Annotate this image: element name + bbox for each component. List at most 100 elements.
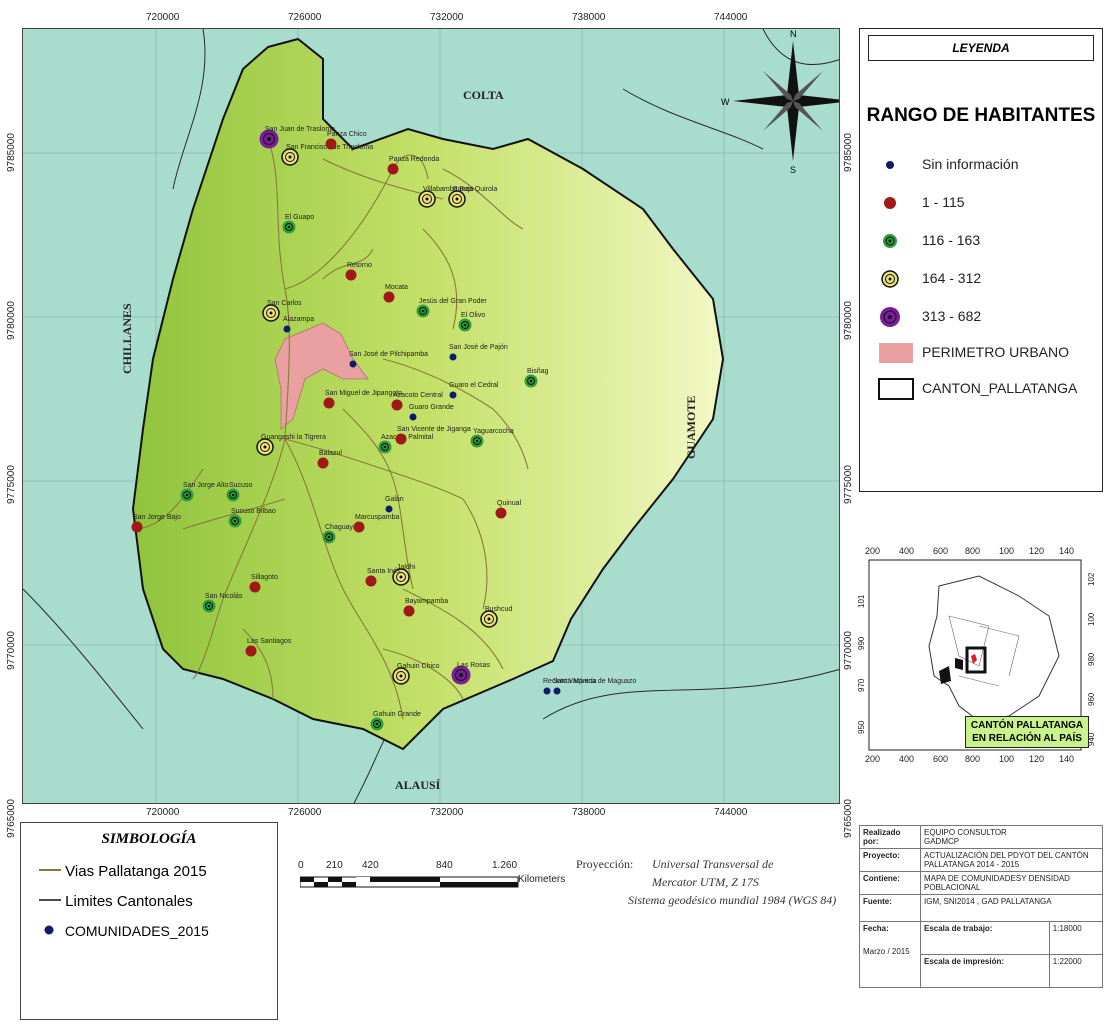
community-label: San José de Pilchipamba (349, 351, 428, 358)
community-marker[interactable]: Quinual (495, 500, 522, 519)
scale-bar: 0 210 420 840 1.260 Kilometers (296, 858, 576, 918)
community-label: Yaguarcocha (473, 428, 514, 435)
community-label: San Nicolás (205, 593, 243, 600)
grid-y-left: 9780000 (6, 301, 17, 340)
community-marker[interactable]: San Jorge Alto (180, 482, 229, 502)
community-marker[interactable]: Mocata (383, 284, 409, 303)
community-marker[interactable]: Sillagoto (249, 574, 278, 593)
community-marker[interactable]: Guaro Grande (409, 404, 454, 421)
community-label: Guaro Grande (409, 404, 454, 411)
grid-y-right: 9780000 (843, 301, 854, 340)
community-marker[interactable]: San Carlos (262, 300, 302, 322)
community-marker[interactable]: Retorno (345, 262, 373, 281)
community-marker[interactable]: Jaldhi (392, 564, 416, 586)
inset-tick-right: 102 (1087, 572, 1096, 586)
community-label: Santa Mónica de Maguazo (553, 678, 636, 685)
community-label: Alazampa (283, 316, 314, 323)
community-marker[interactable]: Panza Redonda (387, 156, 440, 175)
grid-y-left: 9765000 (6, 799, 17, 838)
community-label: Panza Redonda (389, 156, 439, 163)
community-label: San José de Pajón (449, 344, 508, 351)
info-row-fecha: Fecha:Marzo / 2015 Escala de trabajo: 1:… (859, 921, 1104, 988)
community-marker[interactable]: El Olivo (458, 312, 486, 332)
community-marker[interactable]: San Juan de Trasloma (259, 126, 336, 149)
roads (132, 138, 529, 720)
community-label: Chaguayan (325, 524, 361, 531)
community-marker[interactable]: San Nicolás (202, 593, 243, 613)
legend-item-sin: Sin información (878, 153, 1019, 175)
grid-y-left: 9775000 (6, 465, 17, 504)
community-marker[interactable]: Panza Quirola (448, 186, 497, 208)
community-label: Azacoto Central (393, 392, 443, 399)
grid-x-bottom: 744000 (714, 807, 748, 818)
legend-title: RANGO DE HABITANTES (866, 105, 1096, 126)
community-marker[interactable]: Recinto Vaquería (543, 678, 597, 695)
community-marker[interactable]: Panza Chico (325, 131, 367, 150)
community-marker[interactable]: Azacoto Palmital (378, 434, 434, 454)
inset-tick-top: 200 (865, 546, 881, 556)
community-marker[interactable]: Sucuso Bilbao (228, 508, 276, 528)
inset-tick-right: 960 (1087, 692, 1096, 706)
community-marker[interactable]: Bisñag (524, 368, 549, 388)
map-canvas[interactable]: COLTA CHILLANES GUAMOTE ALAUSÍ N S E W S… (22, 28, 840, 804)
community-marker[interactable]: Azacoto Central (391, 392, 444, 411)
inset-tick-bottom: 400 (899, 754, 915, 764)
community-marker[interactable]: Santa Mónica de Maguazo (553, 678, 636, 695)
projection-note: Proyección: Universal Transversal de Mer… (576, 857, 856, 957)
community-marker[interactable]: Jesús del Gran Poder (416, 298, 488, 318)
community-marker[interactable]: Santa Inés (365, 568, 401, 587)
scale-bar-graphic (300, 876, 519, 888)
community-marker[interactable]: Gahuin Grande (370, 711, 421, 731)
inset-tick-top: 140 (1059, 546, 1075, 556)
community-marker[interactable]: Guaro el Cedral (449, 382, 499, 399)
info-row-escala-impresion: Escala de impresión: 1:22000 (860, 954, 1104, 988)
compass-rose: N S E W (721, 29, 839, 175)
compass-n: N (790, 29, 797, 39)
community-label: Panza Quirola (453, 186, 497, 193)
canton-pallatanga-polygon (131, 37, 725, 751)
grid-y-left: 9785000 (6, 133, 17, 172)
community-marker[interactable]: San Miguel de Jipangoto (323, 390, 403, 409)
projection-line-2: Mercator UTM, Z 17S (652, 875, 759, 889)
community-marker[interactable]: Bayampamba (403, 598, 449, 617)
inset-tick-top: 100 (999, 546, 1015, 556)
community-label: Sucuso Bilbao (231, 508, 276, 515)
grid-y-right: 9775000 (843, 465, 854, 504)
community-label: Bisñag (527, 368, 549, 375)
community-marker[interactable]: San Jorge Bajo (131, 514, 181, 533)
legend-item-164-312: 164 - 312 (878, 267, 981, 289)
community-label: El Olivo (461, 312, 485, 319)
community-label: Quinual (497, 500, 522, 507)
community-marker[interactable]: Marcuspamba (353, 514, 400, 533)
community-marker[interactable]: Chaguayan (322, 524, 361, 544)
community-label: Jaldhi (397, 564, 416, 571)
community-marker[interactable]: Las Rosas (451, 662, 491, 685)
grid-x-bottom: 738000 (572, 807, 606, 818)
community-marker[interactable]: Sucuso (226, 482, 253, 502)
grid-y-right: 9765000 (843, 799, 854, 838)
community-marker[interactable]: Bushcud (480, 606, 512, 628)
community-marker[interactable]: Alazampa (283, 316, 314, 333)
boundary-line-icon (39, 899, 61, 901)
community-marker[interactable]: Galán (385, 496, 404, 513)
info-row-proyecto: Proyecto: ACTUALIZACIÓN DEL PDYOT DEL CA… (859, 848, 1103, 872)
community-marker[interactable]: San Vicente de Jiganga (395, 426, 471, 445)
community-marker[interactable]: Guangashi la Tigrera (256, 434, 326, 456)
community-dot-icon (44, 925, 54, 935)
grid-x-top: 738000 (572, 12, 606, 23)
community-marker[interactable]: Villabamba Bajo (418, 186, 474, 208)
community-marker[interactable]: Gahuin Chico (392, 663, 440, 685)
community-marker[interactable]: Las Santiagos (245, 638, 292, 657)
projection-line-3: Sistema geodésico mundial 1984 (WGS 84) (628, 893, 837, 907)
community-marker[interactable]: San José de Pilchipamba (349, 351, 428, 368)
community-marker[interactable]: El Guapo (282, 214, 315, 234)
community-marker[interactable]: Balazul (317, 450, 343, 469)
compass-w: W (721, 97, 730, 107)
community-marker[interactable]: San José de Pajón (449, 344, 508, 361)
community-marker[interactable]: Yaguarcocha (470, 428, 514, 448)
scale-tick: 840 (436, 860, 453, 871)
community-label: Mocata (385, 284, 408, 291)
info-row-fuente: Fuente: IGM, SNI2014 , GAD PALLATANGA (859, 894, 1103, 922)
